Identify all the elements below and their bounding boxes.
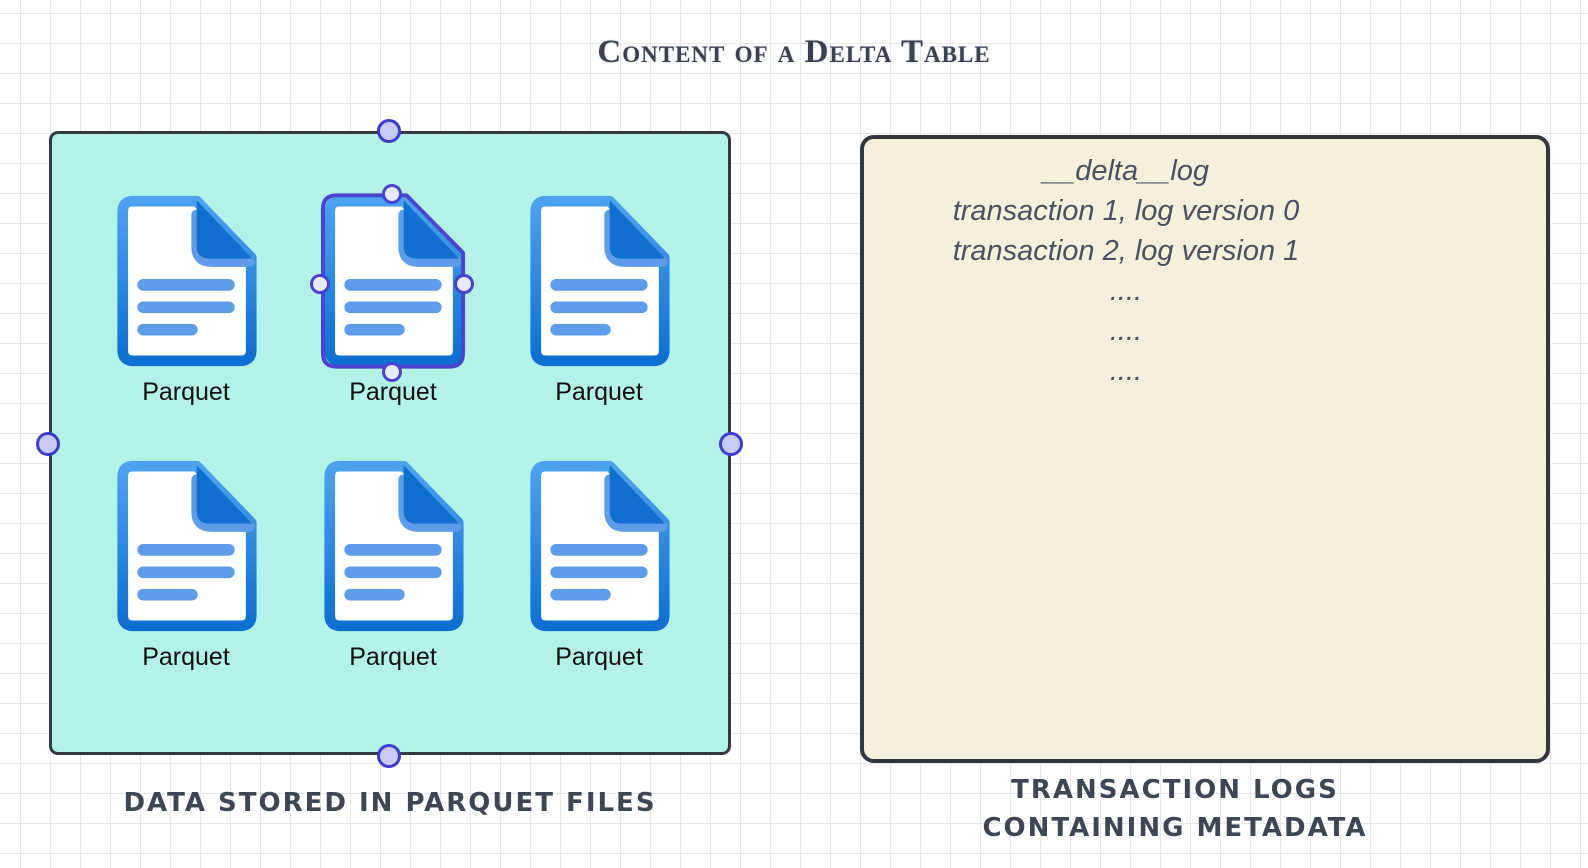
- log-line: ....: [1109, 315, 1143, 347]
- log-line: __delta__log: [1042, 155, 1210, 187]
- parquet-file-label: Parquet: [142, 378, 230, 406]
- selection-handle-bottom[interactable]: [382, 362, 402, 382]
- parquet-file-icon: [526, 193, 672, 369]
- log-caption[interactable]: TRANSACTION LOGS CONTAINING METADATA: [982, 775, 1368, 843]
- parquet-files-box[interactable]: Parquet Parquet Parquet Parquet Parquet: [49, 131, 731, 755]
- transaction-log-box[interactable]: __delta__log transaction 1, log version …: [860, 135, 1550, 763]
- log-line: transaction 2, log version 1: [952, 235, 1300, 267]
- box-selection-handle-left[interactable]: [36, 432, 60, 456]
- parquet-file[interactable]: Parquet: [320, 458, 466, 670]
- parquet-file-icon: [113, 193, 259, 369]
- parquet-file-icon: [113, 458, 259, 634]
- parquet-file-label: Parquet: [555, 643, 643, 671]
- box-selection-handle-right[interactable]: [719, 432, 743, 456]
- parquet-file-icon: [320, 193, 466, 369]
- parquet-file-icon: [526, 458, 672, 634]
- selection-handle-right[interactable]: [454, 274, 474, 294]
- delta-log-text[interactable]: __delta__log transaction 1, log version …: [864, 151, 1388, 391]
- parquet-file-selected[interactable]: Parquet: [310, 184, 474, 406]
- log-line: ....: [1109, 355, 1143, 387]
- box-selection-handle-top[interactable]: [377, 119, 401, 143]
- parquet-file[interactable]: Parquet: [526, 193, 672, 405]
- parquet-caption[interactable]: DATA STORED IN PARQUET FILES: [123, 788, 657, 818]
- box-selection-handle-bottom[interactable]: [377, 744, 401, 768]
- parquet-file[interactable]: Parquet: [526, 458, 672, 670]
- parquet-file[interactable]: Parquet: [113, 193, 259, 405]
- page-title[interactable]: Content of a Delta Table: [597, 34, 991, 70]
- parquet-file-label: Parquet: [555, 378, 643, 406]
- log-line: transaction 1, log version 0: [952, 195, 1300, 227]
- parquet-file-icon: [320, 458, 466, 634]
- selection-handle-top[interactable]: [382, 184, 402, 204]
- log-line: ....: [1109, 275, 1143, 307]
- parquet-file-label: Parquet: [142, 643, 230, 671]
- parquet-file-label: Parquet: [349, 378, 437, 406]
- parquet-file[interactable]: Parquet: [113, 458, 259, 670]
- selection-handle-left[interactable]: [310, 274, 330, 294]
- parquet-file-label: Parquet: [349, 643, 437, 671]
